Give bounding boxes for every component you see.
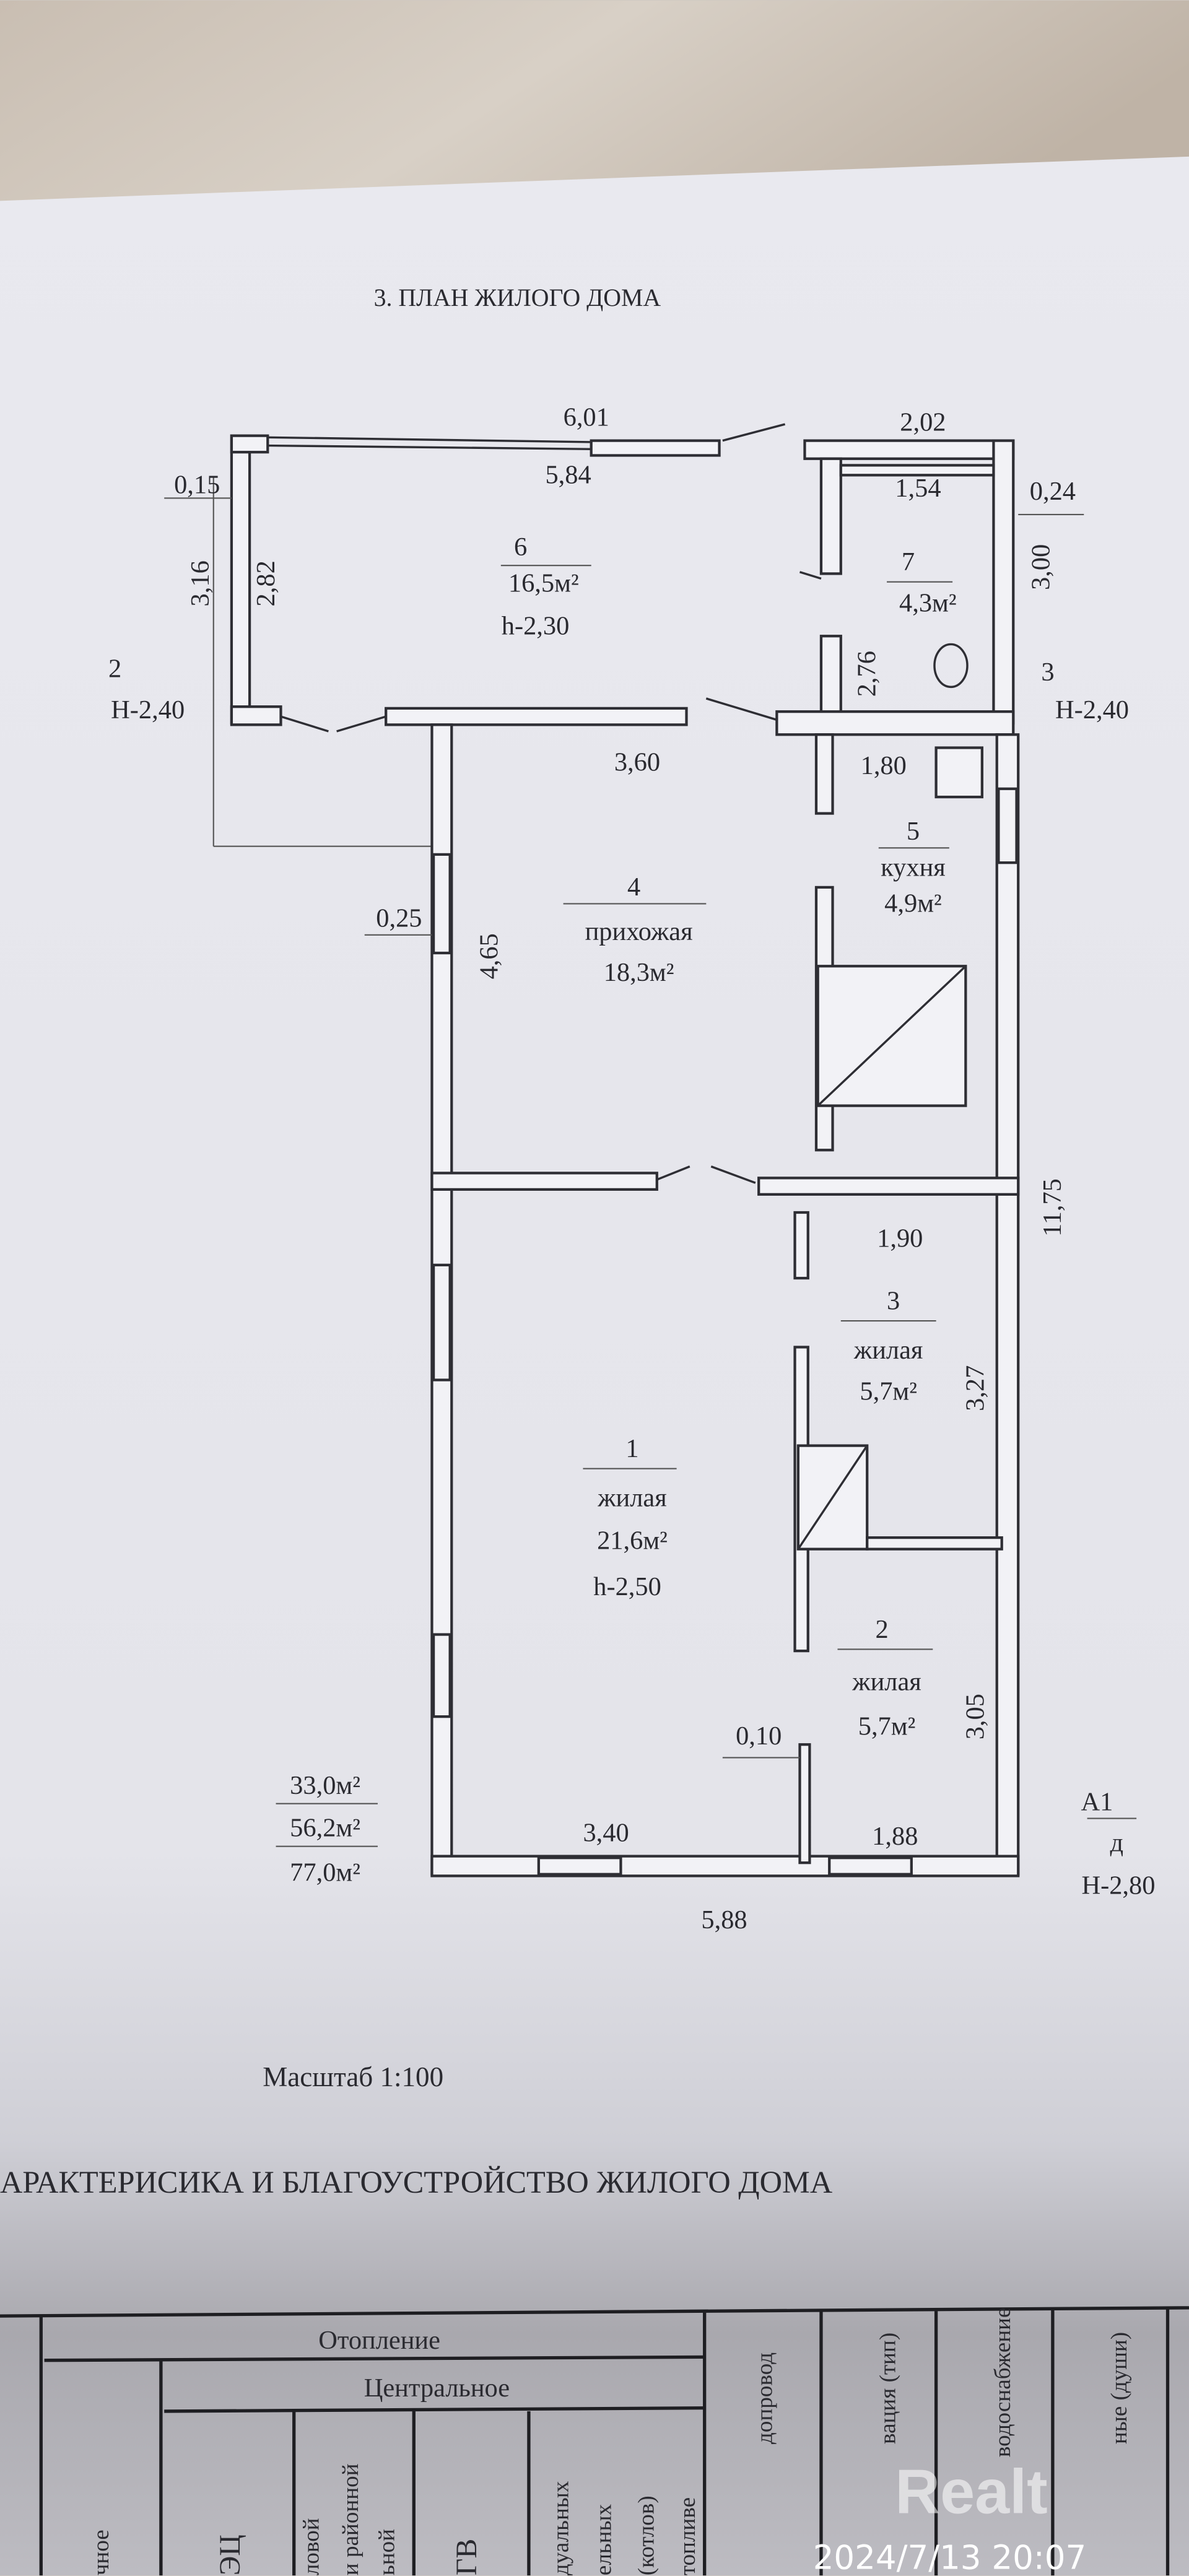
- svg-text:3,40: 3,40: [583, 1819, 629, 1848]
- svg-text:2: 2: [875, 1615, 888, 1644]
- svg-text:ельных: ельных: [591, 2504, 617, 2575]
- svg-text:5,84: 5,84: [545, 461, 591, 490]
- svg-text:1,90: 1,90: [877, 1224, 923, 1253]
- svg-text:вация (тип): вация (тип): [875, 2333, 900, 2444]
- svg-text:6: 6: [514, 533, 527, 562]
- svg-text:2,02: 2,02: [900, 408, 946, 437]
- svg-text:3,60: 3,60: [614, 748, 660, 777]
- svg-text:(котлов): (котлов): [634, 2496, 659, 2575]
- svg-text:ные (души): ные (души): [1107, 2332, 1132, 2444]
- svg-text:11,75: 11,75: [1038, 1178, 1067, 1237]
- svg-text:Отопление: Отопление: [318, 2326, 440, 2355]
- svg-text:дуальных: дуальных: [549, 2481, 574, 2575]
- svg-text:5,7м²: 5,7м²: [860, 1377, 917, 1406]
- svg-text:жилая: жилая: [597, 1484, 667, 1513]
- svg-text:ьной: ьной: [374, 2529, 399, 2575]
- room-2: 2 жилая 5,7м²: [837, 1615, 933, 1741]
- height-markers: 2 H-2,40 3 H-2,40 A1 д H-2,80: [108, 654, 1155, 1900]
- svg-text:чное: чное: [89, 2530, 114, 2575]
- svg-text:ЭЦ: ЭЦ: [214, 2535, 246, 2575]
- svg-text:0,24: 0,24: [1030, 477, 1076, 506]
- svg-text:16,5м²: 16,5м²: [508, 569, 579, 598]
- svg-text:4,9м²: 4,9м²: [884, 889, 942, 918]
- svg-text:4,3м²: 4,3м²: [899, 588, 957, 617]
- svg-text:7: 7: [902, 547, 915, 577]
- svg-text:77,0м²: 77,0м²: [290, 1858, 360, 1887]
- room-6: 6 16,5м² h-2,30: [500, 533, 591, 641]
- svg-text:3,16: 3,16: [186, 560, 215, 606]
- svg-text:ГВ: ГВ: [450, 2539, 483, 2575]
- characteristics-table: Отопление Центральное чное ЭЦ ловой и ра…: [0, 2306, 1189, 2575]
- svg-text:3,27: 3,27: [961, 1365, 990, 1411]
- svg-text:H-2,40: H-2,40: [111, 695, 185, 724]
- walls: [164, 423, 1084, 1878]
- svg-text:4,65: 4,65: [475, 933, 504, 979]
- svg-text:Центральное: Центральное: [364, 2374, 510, 2403]
- section-title: АРАКТЕРИСИКА И БЛАГОУСТРОЙСТВО ЖИЛОГО ДО…: [0, 2165, 833, 2200]
- room-1: 1 жилая 21,6м² h-2,50: [583, 1434, 677, 1601]
- svg-text:0,25: 0,25: [376, 904, 422, 933]
- svg-text:33,0м²: 33,0м²: [290, 1771, 360, 1800]
- svg-text:водоснабжение: водоснабжение: [990, 2307, 1016, 2457]
- svg-text:1: 1: [625, 1434, 638, 1463]
- plan-title: 3. ПЛАН ЖИЛОГО ДОМА: [374, 284, 661, 311]
- scale-label: Масштаб 1:100: [263, 2061, 443, 2092]
- svg-text:и районной: и районной: [338, 2463, 364, 2575]
- svg-text:2,76: 2,76: [852, 651, 881, 697]
- svg-text:жилая: жилая: [853, 1336, 923, 1365]
- svg-text:допровод: допровод: [752, 2352, 777, 2444]
- watermark-logo: Realt: [895, 2457, 1047, 2526]
- svg-text:H-2,80: H-2,80: [1081, 1871, 1155, 1900]
- stove-icon: [934, 746, 983, 799]
- svg-text:2,82: 2,82: [251, 560, 281, 606]
- svg-text:1,54: 1,54: [895, 474, 941, 503]
- svg-text:6,01: 6,01: [564, 403, 609, 432]
- svg-text:4: 4: [627, 872, 640, 902]
- svg-text:3: 3: [887, 1286, 900, 1315]
- svg-text:прихожая: прихожая: [585, 917, 693, 946]
- svg-text:кухня: кухня: [881, 853, 946, 882]
- svg-text:0,15: 0,15: [174, 470, 220, 499]
- room-7: 7 4,3м²: [887, 547, 957, 617]
- svg-text:5: 5: [907, 817, 920, 846]
- svg-text:3,00: 3,00: [1027, 544, 1056, 590]
- svg-text:ловой: ловой: [298, 2518, 324, 2575]
- svg-text:топливе: топливе: [675, 2497, 700, 2575]
- svg-text:1,88: 1,88: [872, 1822, 918, 1851]
- svg-text:21,6м²: 21,6м²: [597, 1526, 668, 1556]
- svg-text:56,2м²: 56,2м²: [290, 1814, 360, 1843]
- svg-text:3,05: 3,05: [961, 1694, 990, 1739]
- svg-text:1,80: 1,80: [861, 751, 907, 780]
- svg-text:18,3м²: 18,3м²: [604, 958, 674, 987]
- svg-text:0,10: 0,10: [736, 1721, 782, 1751]
- room-labels: 6 16,5м² h-2,30 7 4,3м² 5 кухня 4,9м² 4 …: [500, 533, 957, 1741]
- svg-text:жилая: жилая: [851, 1668, 921, 1697]
- room-4: 4 прихожая 18,3м²: [563, 872, 707, 987]
- svg-text:3: 3: [1041, 658, 1054, 687]
- svg-text:5,7м²: 5,7м²: [858, 1712, 916, 1741]
- svg-text:h-2,50: h-2,50: [593, 1572, 661, 1601]
- svg-text:h-2,30: h-2,30: [502, 612, 570, 641]
- dimension-labels: 6,01 5,84 2,02 1,54 0,24 0,15 3,16 2,82 …: [174, 403, 1076, 1935]
- svg-text:2: 2: [108, 654, 121, 683]
- photo-timestamp: 2024/7/13 20:07: [813, 2539, 1086, 2576]
- svg-text:A1: A1: [1081, 1787, 1113, 1816]
- room-5: 5 кухня 4,9м²: [878, 817, 949, 918]
- paper-sheet: [0, 156, 1189, 2576]
- toilet-icon: [933, 643, 969, 689]
- area-totals: 33,0м² 56,2м² 77,0м²: [276, 1771, 378, 1887]
- svg-text:д: д: [1110, 1829, 1124, 1858]
- svg-text:H-2,40: H-2,40: [1055, 695, 1129, 724]
- room-3: 3 жилая 5,7м²: [840, 1286, 936, 1406]
- svg-text:5,88: 5,88: [701, 1905, 747, 1934]
